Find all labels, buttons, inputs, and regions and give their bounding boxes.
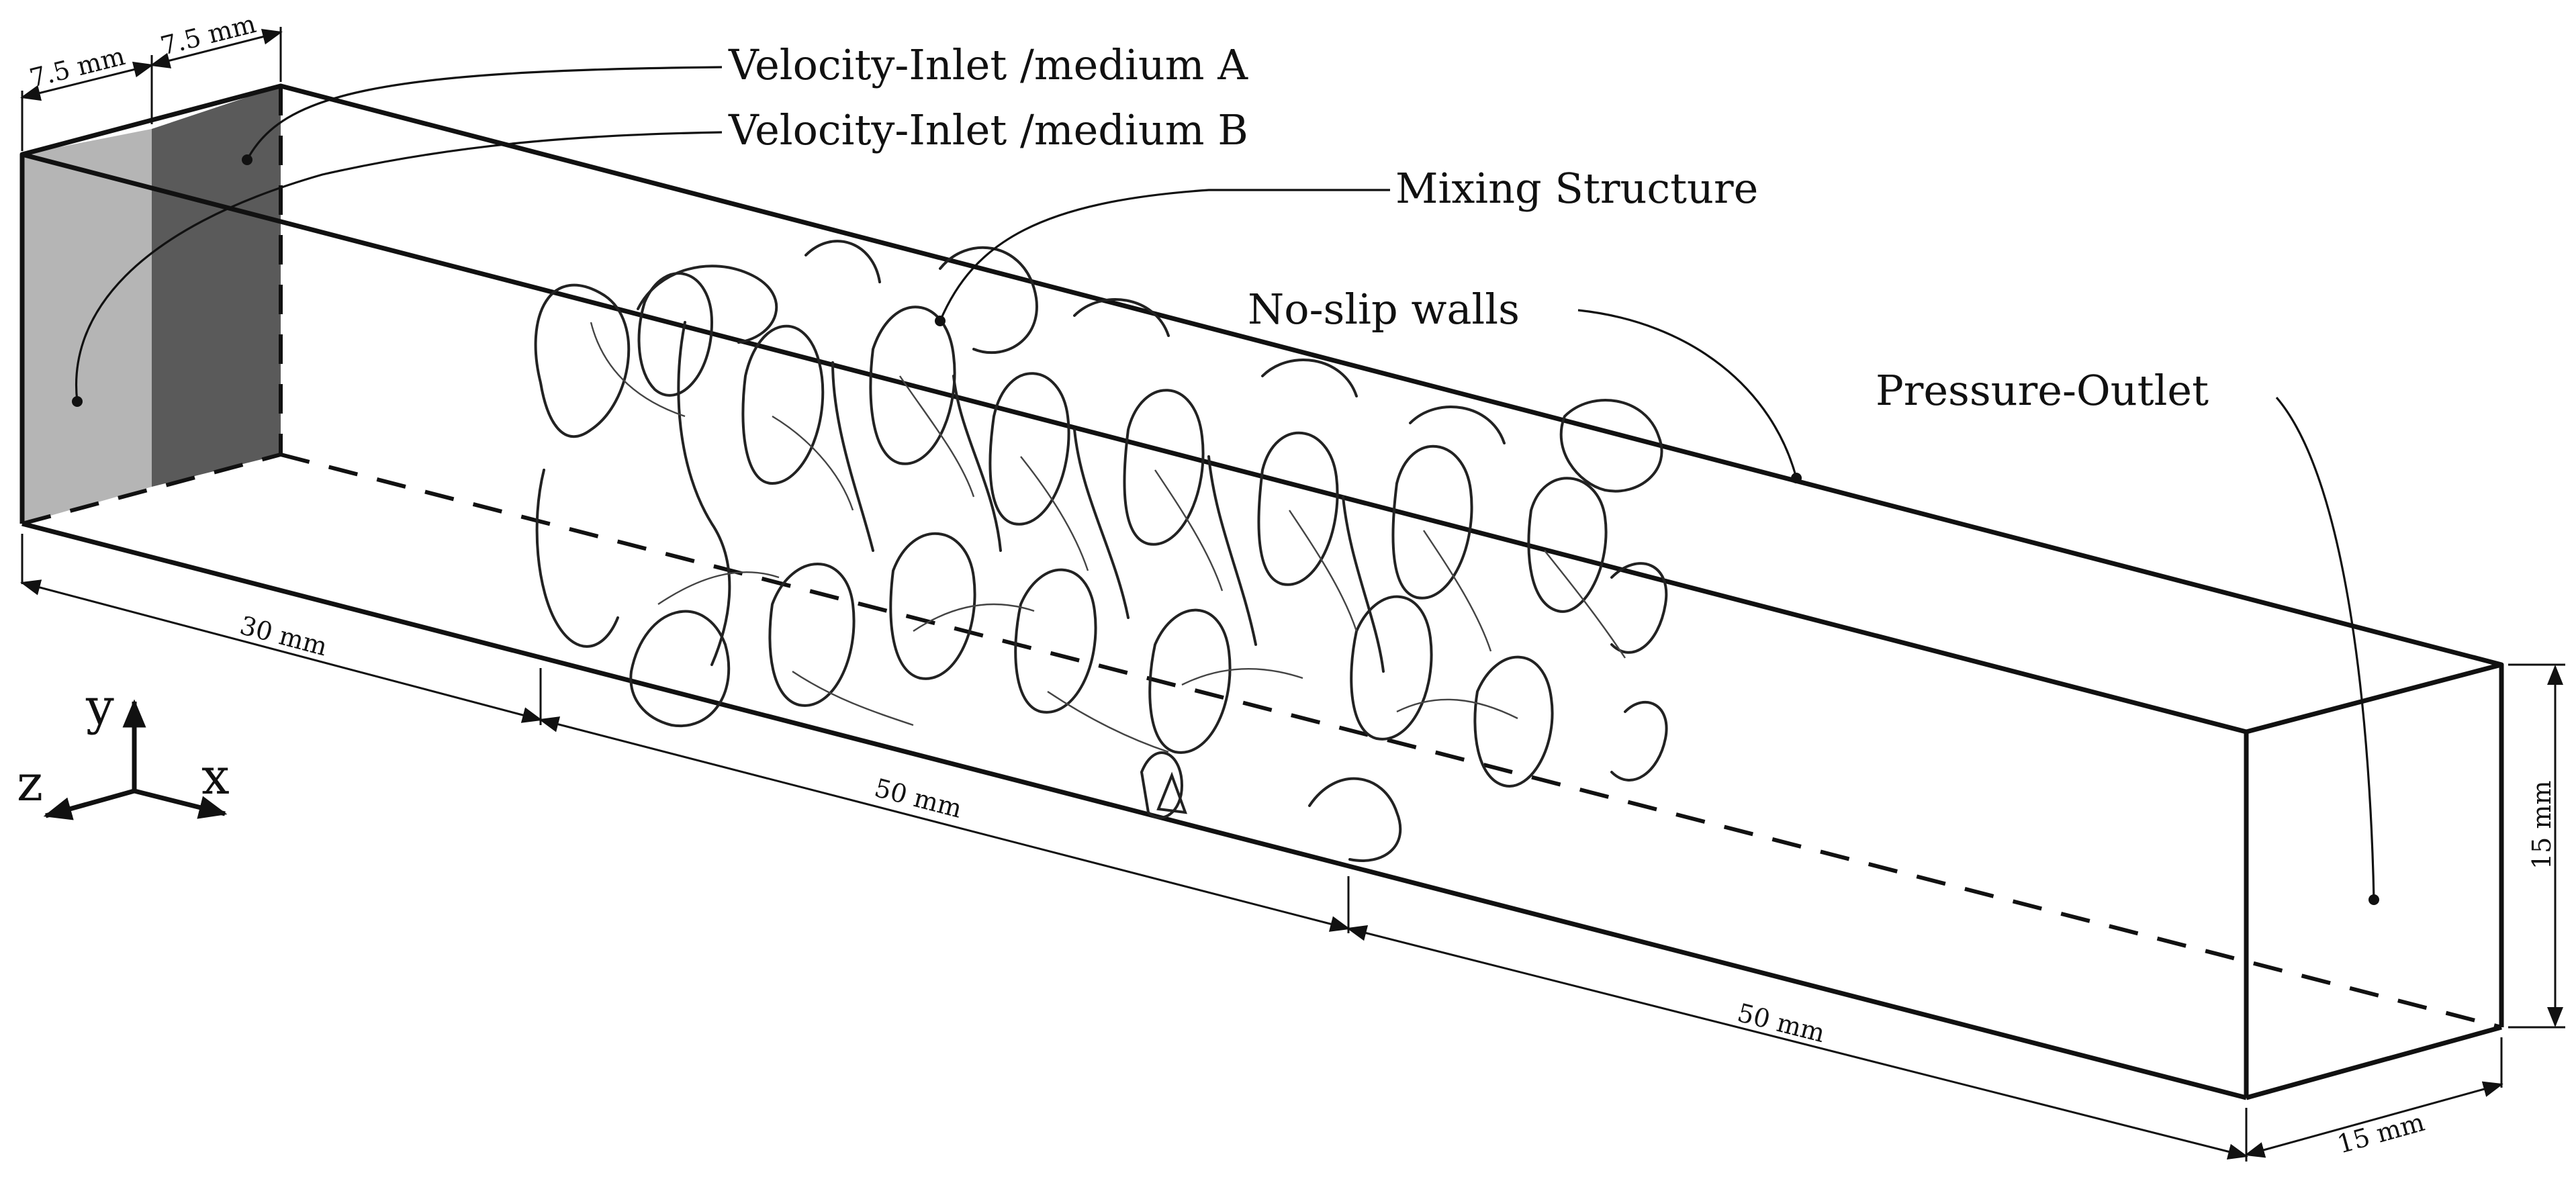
label-pressure-outlet: Pressure-Outlet (1876, 366, 2209, 415)
axis-label-x: x (201, 748, 230, 806)
mixing-structure (534, 240, 1668, 862)
dim-label-structure-length: 50 mm (872, 773, 965, 824)
channel-edges (19, 83, 2504, 1100)
inlet-medium-a-face (22, 129, 152, 524)
axis-label-z: z (17, 755, 43, 812)
label-velocity-inlet-b: Velocity-Inlet /medium B (728, 105, 1248, 154)
leader-dot-inlet-a (242, 154, 252, 165)
inlet-medium-b-face (152, 86, 281, 487)
dim-label-depth: 15 mm (2334, 1107, 2428, 1160)
label-velocity-inlet-a: Velocity-Inlet /medium A (728, 40, 1248, 89)
axis-label-y: y (85, 678, 114, 736)
leader-dot-mixing (935, 316, 946, 326)
dim-label-inlet-length: 30 mm (237, 610, 330, 661)
coordinate-axes (43, 699, 228, 820)
leader-dot-inlet-b (72, 396, 83, 407)
leader-dot-outlet (2368, 894, 2379, 905)
label-no-slip-walls: No-slip walls (1248, 285, 1520, 334)
leader-lines (72, 66, 2379, 905)
leader-dot-walls (1791, 473, 1802, 483)
label-mixing-structure: Mixing Structure (1395, 164, 1758, 213)
dim-label-outlet-length: 50 mm (1735, 998, 1828, 1048)
dim-label-inlet-a-width: 7.5 mm (27, 41, 128, 93)
dimension-lines (20, 27, 2565, 1162)
dim-label-inlet-b-width: 7.5 mm (158, 9, 259, 61)
dim-label-height: 15 mm (2527, 781, 2557, 870)
